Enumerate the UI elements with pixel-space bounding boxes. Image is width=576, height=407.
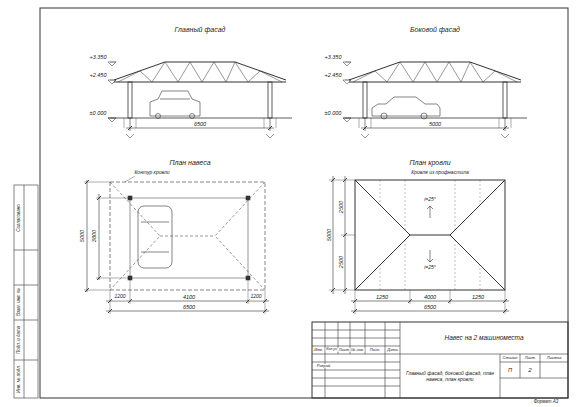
sheet-frame xyxy=(40,8,568,398)
table-cell: Изм. xyxy=(313,348,324,352)
main-facade xyxy=(108,62,292,138)
sheet-title: Навес на 2 машиноместа xyxy=(443,334,524,341)
main-facade xyxy=(108,62,292,138)
roof-plan xyxy=(351,311,509,312)
dimension: 2500 xyxy=(338,200,344,214)
title-block xyxy=(312,322,568,398)
canopy-plan xyxy=(84,182,130,290)
elevation-mark: +2.450 xyxy=(324,72,343,78)
table-cell: Разраб. xyxy=(316,364,332,368)
stamp-cell: Взам. инв. № xyxy=(17,287,22,317)
side-stamp xyxy=(14,185,38,398)
canopy-plan xyxy=(110,182,265,290)
table-cell: Лист xyxy=(338,348,350,352)
note: Контур кровли xyxy=(133,170,170,176)
side-facade xyxy=(372,97,440,116)
dimension: 5000 xyxy=(79,229,85,243)
side-facade xyxy=(381,113,387,119)
title-block xyxy=(500,354,568,398)
dimension: 5000 xyxy=(428,121,442,127)
main-facade xyxy=(150,91,200,116)
title-block xyxy=(312,330,568,386)
elevation-mark: ±0.000 xyxy=(324,110,343,116)
canopy-plan xyxy=(130,198,248,278)
table-cell: Дата xyxy=(386,348,399,352)
side-stamp xyxy=(24,185,25,398)
side-stamp xyxy=(14,250,38,360)
dimension: 4000 xyxy=(423,294,437,300)
dimension: 1200 xyxy=(249,294,262,300)
roof-plan xyxy=(427,206,433,262)
view-title: План кровли xyxy=(408,159,451,167)
canopy-plan xyxy=(87,180,88,292)
canopy-plan xyxy=(108,299,267,313)
slope-mark: i=25° xyxy=(423,265,437,271)
format-note: Формат А3 xyxy=(533,400,560,405)
dimension: 6500 xyxy=(182,304,196,310)
dimension: 1200 xyxy=(113,294,126,300)
canopy-plan xyxy=(84,176,269,314)
canopy-plan xyxy=(125,176,135,182)
table-cell: Подп. xyxy=(369,348,382,352)
title-block xyxy=(325,322,400,398)
dimension: 6500 xyxy=(423,304,437,310)
roof-plan xyxy=(355,180,505,290)
dimension: 1250 xyxy=(471,294,485,300)
view-title: Боковой фасад xyxy=(409,26,461,34)
table-cell: Кол.уч xyxy=(325,348,338,352)
elevation-mark: ±0.000 xyxy=(89,110,108,116)
dimension: 1250 xyxy=(375,294,389,300)
view-title: План навеса xyxy=(168,159,211,167)
table-cell: № док. xyxy=(350,348,365,352)
title-block xyxy=(312,322,568,398)
canopy-plan xyxy=(85,180,101,292)
main-facade xyxy=(190,114,195,119)
roof-plan xyxy=(331,178,347,292)
dimension: 3800 xyxy=(91,229,97,243)
stamp-cell: Инв. № подл. xyxy=(17,364,22,394)
canopy-plan xyxy=(99,194,100,280)
dimension: 6500 xyxy=(193,121,207,127)
table-cell: Листов xyxy=(546,356,563,360)
sheet-number: 2 xyxy=(527,367,532,374)
note: Кровля из профнастила xyxy=(410,170,469,176)
roof-plan xyxy=(353,299,507,313)
side-stamp xyxy=(14,185,38,398)
dimension: 5000 xyxy=(326,228,332,242)
canopy-plan xyxy=(106,311,269,312)
roof-plan xyxy=(380,180,480,290)
stamp-cell: Согласовано xyxy=(17,203,22,232)
dimension: 4100 xyxy=(182,294,196,300)
side-facade xyxy=(343,62,527,138)
side-facade xyxy=(343,62,527,138)
canopy-plan xyxy=(246,196,250,200)
canopy-plan xyxy=(138,206,172,268)
canopy-plan xyxy=(141,222,169,252)
slope-mark: i=25° xyxy=(423,197,437,203)
canopy-plan xyxy=(110,182,265,290)
view-title: Главный фасад xyxy=(174,26,227,34)
roof-plan xyxy=(329,180,505,314)
side-facade xyxy=(421,113,427,119)
stamp-cell: Подп. и дата xyxy=(17,325,22,355)
roof-plan xyxy=(329,176,509,314)
elevation-mark: +3.350 xyxy=(89,54,108,60)
table-cell: П xyxy=(507,367,513,373)
roof-plan xyxy=(333,176,334,294)
table-cell: Стадия xyxy=(502,356,519,360)
elevation-mark: +3.350 xyxy=(324,54,343,60)
table-cell: Лист xyxy=(524,356,536,360)
dimension: 2500 xyxy=(338,255,344,269)
elevation-mark: +2.450 xyxy=(89,72,108,78)
roof-plan xyxy=(355,180,505,290)
sheet-contents: Главный фасад, боковой фасад, план навес… xyxy=(404,371,496,382)
main-facade xyxy=(156,114,161,119)
roof-plan xyxy=(351,301,509,302)
canopy-plan xyxy=(110,278,265,314)
